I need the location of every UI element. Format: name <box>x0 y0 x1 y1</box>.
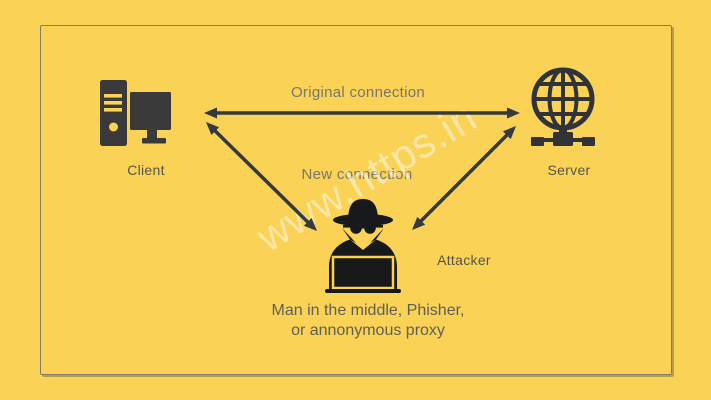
attacker-caption: Man in the middle, Phisher, or annonymou… <box>238 301 498 341</box>
server-label: Server <box>547 162 591 178</box>
caption-line-2: or annonymous proxy <box>291 322 445 339</box>
spy-hacker-icon <box>325 199 401 293</box>
globe-network-icon <box>531 67 595 146</box>
client-label: Client <box>127 162 165 178</box>
new-connection-label: New connection <box>301 166 413 183</box>
client-computer-icon <box>100 80 171 146</box>
caption-line-1: Man in the middle, Phisher, <box>271 302 465 319</box>
diagram-border-frame <box>40 25 672 375</box>
original-connection-label: Original connection <box>290 84 426 101</box>
attacker-label: Attacker <box>437 252 491 268</box>
